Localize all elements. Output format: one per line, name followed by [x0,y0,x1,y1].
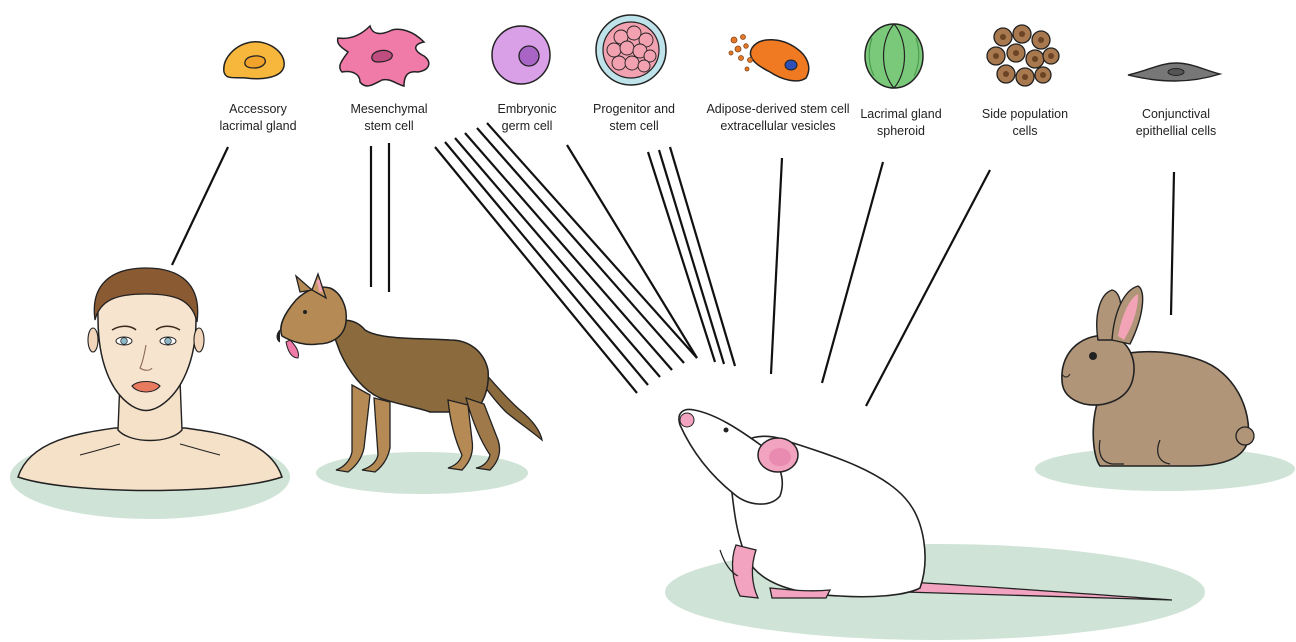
connector-msc-mouse-4 [465,133,672,370]
label-line: epithellial cells [1136,123,1217,140]
connector-msc-mouse-3 [455,138,660,377]
label-side-population-cells: Side population cells [982,106,1068,140]
label-line: Side population [982,106,1068,123]
label-line: Accessory [219,101,296,118]
label-lacrimal-gland-spheroid: Lacrimal gland spheroid [860,106,941,140]
connector-accessory-human [172,147,228,265]
label-line: lacrimal gland [219,118,296,135]
connector-msc-mouse-6 [487,123,697,358]
connector-progenitor-mouse-3 [670,147,735,366]
label-adipose-derived-vesicles: Adipose-derived stem cell extracellular … [706,101,849,135]
label-line: Conjunctival [1136,106,1217,123]
human-face-icon [18,268,282,491]
label-accessory-lacrimal-gland: Accessory lacrimal gland [219,101,296,135]
connector-conj-rabbit [1171,172,1174,315]
embryonic-germ-cell-icon [492,26,550,84]
label-line: Progenitor and [593,101,675,118]
conjunctival-epithelial-cell-icon [1128,63,1220,81]
connector-side-mouse [866,170,990,406]
label-conjunctival-epithelial-cells: Conjunctival epithellial cells [1136,106,1217,140]
label-line: germ cell [497,118,556,135]
label-mesenchymal-stem-cell: Mesenchymal stem cell [350,101,427,135]
mesenchymal-stem-cell-icon [338,26,429,86]
dog-icon [277,274,542,472]
label-line: Embryonic [497,101,556,118]
connector-progenitor-mouse-2 [659,150,724,364]
label-line: extracellular vesicles [706,118,849,135]
label-line: stem cell [350,118,427,135]
connector-msc-mouse-5 [477,128,684,363]
accessory-lacrimal-gland-cell-icon [224,42,284,79]
label-line: Adipose-derived stem cell [706,101,849,118]
label-line: spheroid [860,123,941,140]
label-line: Lacrimal gland [860,106,941,123]
lacrimal-gland-spheroid-icon [865,24,923,88]
adipose-stem-cell-vesicles-icon [729,35,809,81]
label-line: Mesenchymal [350,101,427,118]
side-population-cells-icon [987,25,1059,86]
label-line: stem cell [593,118,675,135]
label-embryonic-germ-cell: Embryonic germ cell [497,101,556,135]
connector-spheroid-mouse [822,162,883,383]
label-line: cells [982,123,1068,140]
connector-lines [172,123,1174,406]
connector-adipose-mouse [771,158,782,374]
rabbit-icon [1062,286,1254,466]
progenitor-stem-cell-cluster-icon [596,15,666,85]
label-progenitor-stem-cell: Progenitor and stem cell [593,101,675,135]
